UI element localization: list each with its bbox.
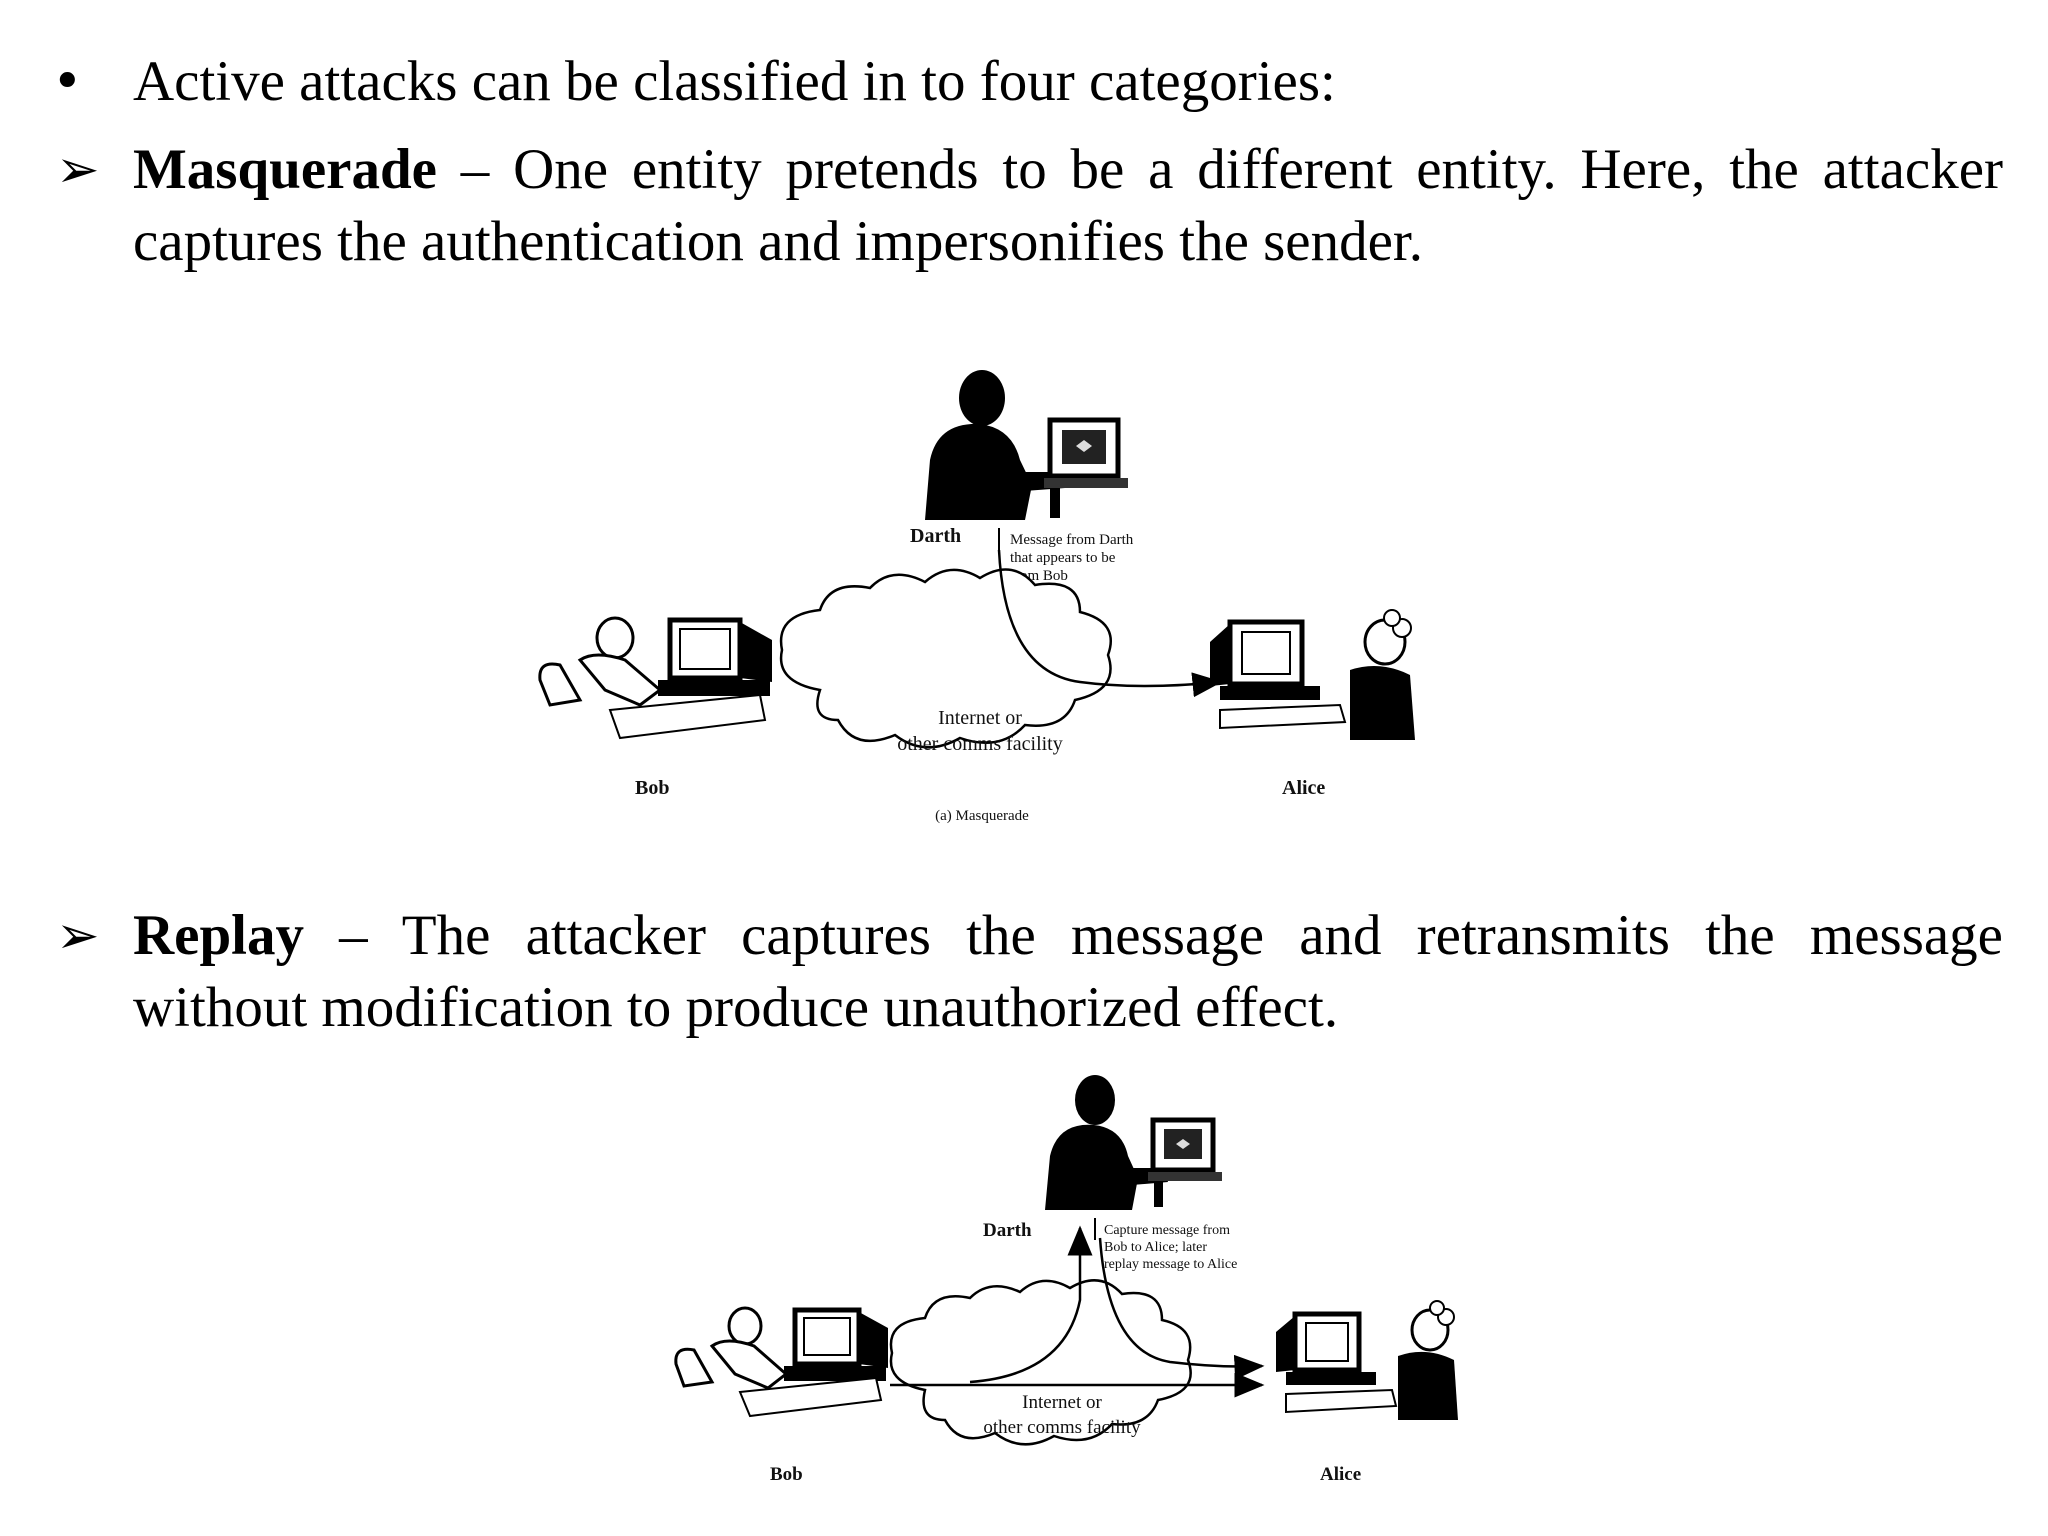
masquerade-line-1: Masquerade – One entity pretends to be a… — [133, 134, 2003, 206]
darth-label: Darth — [910, 525, 961, 547]
bob-label: Bob — [770, 1464, 803, 1485]
bob-label: Bob — [635, 777, 669, 799]
masquerade-line-2: captures the authentication and imperson… — [133, 210, 1423, 273]
alice-figure — [1276, 1300, 1458, 1420]
bullet-icon: • — [52, 52, 83, 112]
alice-figure — [1210, 609, 1415, 740]
bob-figure — [674, 1306, 888, 1418]
alice-label: Alice — [1282, 777, 1325, 799]
darth-label: Darth — [983, 1220, 1032, 1241]
capture-arrow — [969, 1225, 1093, 1384]
masquerade-term: Masquerade — [133, 138, 437, 201]
cloud-label-2: other comms facility — [983, 1417, 1141, 1438]
internet-cloud — [779, 568, 1113, 749]
masquerade-desc-1: – One entity pretends to be a different … — [436, 138, 2003, 201]
replay-line-1: Replay – The attacker captures the messa… — [133, 900, 2003, 972]
darth-note-3: replay message to Alice — [1104, 1257, 1237, 1272]
masquerade-arrow — [997, 549, 1223, 698]
darth-note-1: Capture message from — [1104, 1223, 1230, 1238]
darth-note-2: Bob to Alice; later — [1104, 1240, 1207, 1255]
replay-desc-1: – The attacker captures the message and … — [304, 904, 2003, 967]
masquerade-caption: (a) Masquerade — [935, 808, 1029, 824]
replay-figure: Darth Capture message from Bob to Alice;… — [674, 1075, 1458, 1485]
bob-figure — [538, 616, 772, 740]
replay-term: Replay — [133, 904, 304, 967]
darth-note-1: Message from Darth — [1010, 532, 1134, 548]
darth-figure — [925, 370, 1128, 520]
replay-arrow — [1098, 1237, 1265, 1380]
darth-figure — [1045, 1075, 1222, 1210]
cloud-label-1: Internet or — [938, 707, 1022, 729]
masquerade-figure: Darth Message from Darth that appears to… — [538, 370, 1415, 824]
darth-note-2: that appears to be — [1010, 550, 1116, 566]
cloud-label-1: Internet or — [1022, 1392, 1102, 1413]
arrow-bullet-icon: ➢ — [56, 906, 100, 966]
cloud-label-2: other comms facility — [897, 733, 1063, 755]
intro-text: Active attacks can be classified in to f… — [133, 50, 1336, 113]
arrow-bullet-icon: ➢ — [56, 140, 100, 200]
replay-line-2: without modification to produce unauthor… — [133, 976, 1339, 1039]
alice-label: Alice — [1320, 1464, 1361, 1485]
